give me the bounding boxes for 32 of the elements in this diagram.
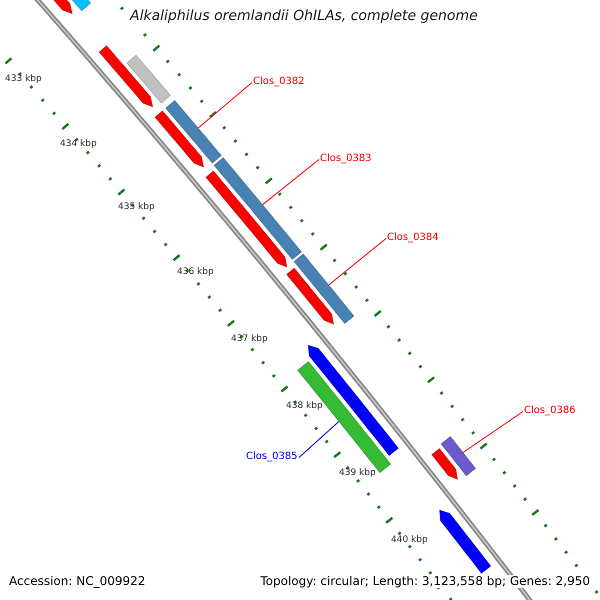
gene-label: Clos_0383: [320, 153, 372, 164]
title: Alkaliphilus oremlandii OhILAs, complete genome: [130, 9, 478, 24]
gene-block: [154, 110, 204, 168]
gene-label: Clos_0382: [253, 76, 305, 87]
gene-bar: [126, 54, 171, 104]
gene-bar: [440, 436, 476, 476]
leader-line: [462, 411, 524, 453]
gene-block: [439, 509, 492, 574]
leader-line: [328, 238, 386, 286]
gene-bar: [294, 253, 354, 324]
gene-bar: [214, 157, 302, 260]
gene-block: [98, 45, 154, 108]
gene-label: Clos_0384: [387, 232, 439, 243]
leader-line: [298, 421, 340, 458]
scale-label: 438 kbp: [286, 402, 323, 412]
leader-line: [198, 82, 252, 128]
gene-label: Clos_0385: [246, 451, 298, 462]
gene-block: [205, 170, 288, 268]
leader-line: [262, 159, 320, 206]
scale-label: 433 kbp: [5, 75, 42, 85]
gene-block: [431, 448, 458, 480]
gene-block: [286, 268, 334, 325]
gene-bar: [165, 100, 222, 164]
gene-block: [308, 344, 399, 456]
scale-label: 439 kbp: [339, 469, 376, 479]
accession-text: Accession: NC_009922: [9, 575, 146, 588]
scale-label: 436 kbp: [177, 268, 214, 278]
scale-label: 437 kbp: [231, 335, 268, 345]
scale-label: 435 kbp: [118, 203, 155, 213]
gene-label: Clos_0386: [524, 405, 576, 416]
scale-label: 434 kbp: [60, 140, 97, 150]
scale-label: 440 kbp: [391, 536, 428, 546]
